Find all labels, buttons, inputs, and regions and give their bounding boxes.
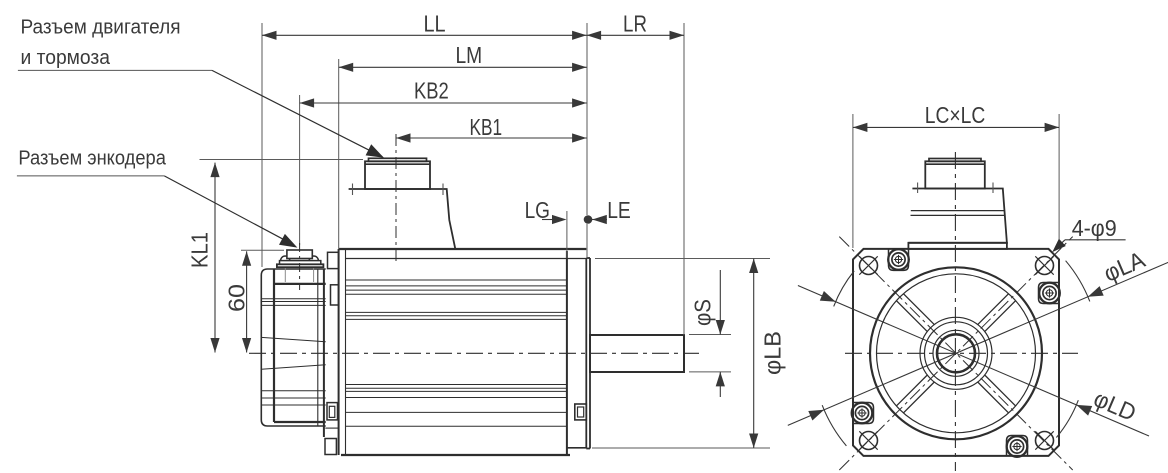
svg-text:φLB: φLB — [760, 331, 786, 375]
svg-text:LC×LC: LC×LC — [925, 102, 986, 128]
svg-text:4-φ9: 4-φ9 — [1072, 215, 1117, 241]
svg-text:Разъем двигателя: Разъем двигателя — [21, 17, 181, 39]
svg-text:60: 60 — [224, 284, 250, 312]
svg-text:LM: LM — [455, 42, 482, 68]
svg-text:KL1: KL1 — [187, 232, 213, 268]
svg-text:Разъем энкодера: Разъем энкодера — [18, 148, 166, 170]
svg-text:и тормоза: и тормоза — [21, 47, 111, 69]
svg-text:LG: LG — [525, 197, 550, 223]
svg-text:KB1: KB1 — [470, 114, 503, 140]
svg-text:LL: LL — [423, 11, 445, 37]
svg-text:LR: LR — [623, 11, 647, 37]
svg-text:LE: LE — [607, 197, 631, 223]
svg-text:φS: φS — [690, 299, 716, 326]
svg-text:KB2: KB2 — [414, 77, 449, 103]
